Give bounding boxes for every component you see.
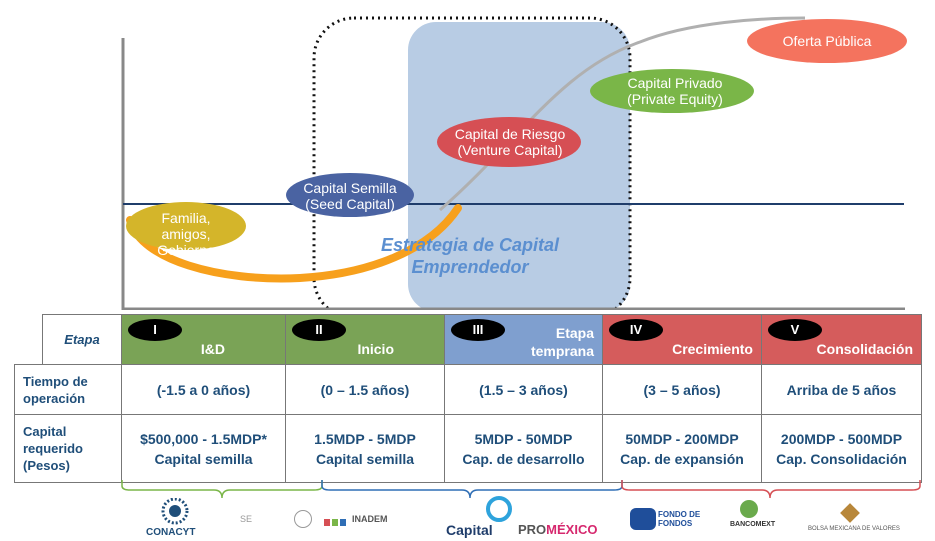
- promexico-mexico: MÉXICO: [546, 522, 598, 537]
- stage-ii-name: Inicio: [357, 341, 394, 357]
- semilla-ellipse: [286, 173, 414, 217]
- stage-iii: III Etapa temprana: [444, 314, 603, 365]
- inadem-logo: INADEM: [352, 514, 388, 524]
- bmv-logo: BOLSA MEXICANA DE VALORES: [808, 526, 900, 532]
- tiempo-row: Tiempo de operación (-1.5 a 0 años) (0 –…: [14, 364, 922, 415]
- valley-of-death-curve: [126, 204, 462, 283]
- bracket-blue: [321, 480, 623, 499]
- familia-label: Familia, amigos, Gobierno: [157, 210, 215, 258]
- capital-logo-icon: [486, 496, 512, 522]
- bmv-icon: [840, 503, 860, 523]
- tiempo-iv: (3 – 5 años): [602, 364, 762, 415]
- stage-v: V Consolidación: [761, 314, 922, 365]
- bracket-red: [621, 480, 921, 499]
- stage-v-number: V: [768, 319, 822, 341]
- oferta-ellipse: [747, 19, 907, 63]
- stages-table: Etapa I I&D II Inicio III Etapa temprana…: [14, 314, 922, 483]
- mexico-seal-icon: [294, 510, 312, 528]
- promexico-pro: PRO: [518, 522, 547, 537]
- promexico-logo: PROMÉXICO: [518, 522, 597, 537]
- capital-header: Capital requerido (Pesos): [14, 414, 122, 483]
- fondo-line-1: FONDO DE: [658, 510, 701, 519]
- capital-privado-label: Capital Privado (Private Equity): [627, 75, 723, 107]
- stage-ii: II Inicio: [285, 314, 445, 365]
- capital-semilla-label: Capital Semilla (Seed Capital): [303, 180, 397, 212]
- stage-iv-number: IV: [609, 319, 663, 341]
- riesgo-ellipse: [437, 117, 581, 167]
- funding-brackets: [121, 480, 921, 499]
- stage-i-name: I&D: [200, 341, 225, 357]
- capital-i: $500,000 - 1.5MDP* Capital semilla: [121, 414, 286, 483]
- stage-i: I I&D: [121, 314, 286, 365]
- capital-ii: 1.5MDP - 5MDP Capital semilla: [285, 414, 445, 483]
- stage-iv: IV Crecimiento: [602, 314, 762, 365]
- stage-ii-number: II: [292, 319, 346, 341]
- oferta-publica-label: Oferta Pública: [782, 33, 872, 49]
- tiempo-i: (-1.5 a 0 años): [121, 364, 286, 415]
- bancomext-icon: [740, 500, 758, 518]
- capital-stages-diagram: Oferta Pública Capital Privado (Private …: [121, 16, 907, 310]
- tiempo-iii: (1.5 – 3 años): [444, 364, 603, 415]
- capital-logo: Capital: [446, 522, 493, 538]
- tiempo-ii: (0 – 1.5 años): [285, 364, 445, 415]
- tiempo-v: Arriba de 5 años: [761, 364, 922, 415]
- stage-iii-number: III: [451, 319, 505, 341]
- bracket-green: [121, 480, 323, 499]
- familia-ellipse: [126, 202, 246, 250]
- strategy-label: Estrategia de Capital Emprendedor: [380, 235, 560, 277]
- conacyt-logo: [155, 497, 195, 526]
- diagram-graphics: [121, 16, 907, 310]
- stage-v-name: Consolidación: [816, 341, 913, 357]
- conacyt-text: CONACYT: [146, 527, 196, 538]
- capital-row: Capital requerido (Pesos) $500,000 - 1.5…: [14, 414, 922, 483]
- fondo-line-2: FONDOS: [658, 519, 693, 528]
- bancomext-logo: BANCOMEXT: [730, 521, 776, 528]
- capital-riesgo-label: Capital de Riesgo (Venture Capital): [454, 126, 566, 158]
- capital-iv: 50MDP - 200MDP Cap. de expansión: [602, 414, 762, 483]
- capital-iii: 5MDP - 50MDP Cap. de desarrollo: [444, 414, 603, 483]
- inadem-bars-icon: [324, 514, 348, 526]
- stage-iv-name: Crecimiento: [672, 341, 753, 357]
- fondo-de-fondos-icon: [630, 508, 656, 530]
- stage-iii-name: Etapa temprana: [530, 325, 594, 359]
- conacyt-emblem-icon: [161, 497, 189, 525]
- strategy-dotted-box: [312, 16, 632, 310]
- se-logo: SE: [240, 514, 253, 524]
- etapa-row: Etapa I I&D II Inicio III Etapa temprana…: [15, 314, 922, 365]
- privado-ellipse: [590, 69, 754, 113]
- tiempo-header: Tiempo de operación: [14, 364, 122, 415]
- stage-i-number: I: [128, 319, 182, 341]
- fondo-de-fondos-logo: FONDO DE FONDOS: [658, 510, 700, 528]
- etapa-header: Etapa: [42, 314, 122, 365]
- capital-v: 200MDP - 500MDP Cap. Consolidación: [761, 414, 922, 483]
